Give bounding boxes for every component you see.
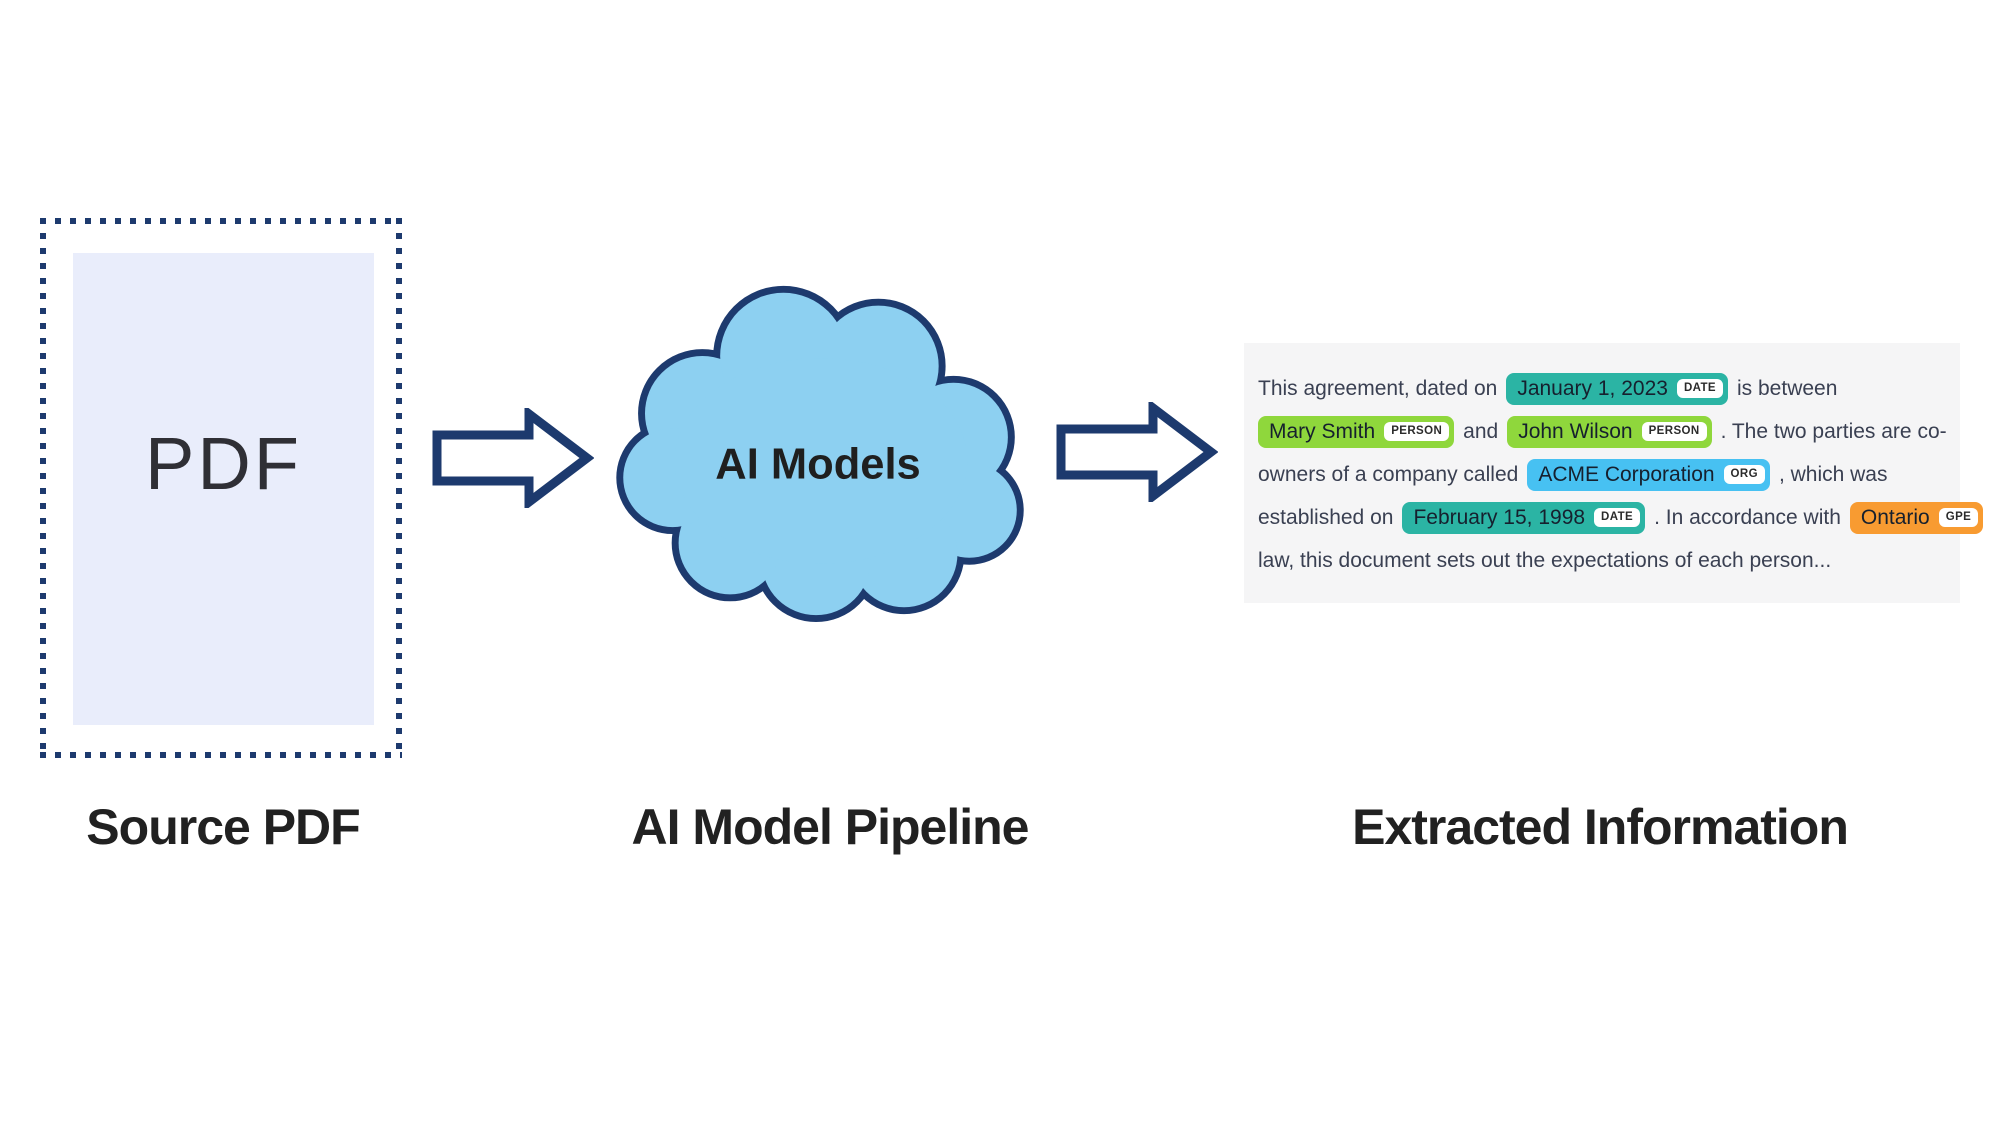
text-line: Mary Smith PERSON and John Wilson PERSON . Th… xyxy=(1258,410,1947,453)
plain-text: is between xyxy=(1737,376,1838,400)
caption-ai-model-pipeline: AI Model Pipeline xyxy=(631,799,1030,855)
text-line: established on February 15, 1998 DATE . In … xyxy=(1258,496,1984,539)
entity-text: ACME Corporation xyxy=(1538,462,1715,486)
pdf-page-label: PDF xyxy=(145,421,302,505)
text-line: law, this document sets out the expectat… xyxy=(1258,539,1946,582)
entity-text: Mary Smith xyxy=(1269,419,1376,443)
entity-chip-gpe: Ontario GPE xyxy=(1849,501,1984,534)
entity-chip-person: Mary Smith PERSON xyxy=(1258,415,1455,448)
pdf-page: PDF xyxy=(73,253,374,725)
ai-models-cloud: AI Models xyxy=(613,273,1029,632)
plain-text: This agreement, dated on xyxy=(1258,376,1498,400)
entity-chip-date: February 15, 1998 DATE xyxy=(1402,501,1646,534)
caption-extracted-information: Extracted Information xyxy=(1352,799,1849,855)
entity-label-badge: DATE xyxy=(1594,507,1641,528)
entity-text: January 1, 2023 xyxy=(1517,376,1668,400)
plain-text: . In accordance with xyxy=(1654,505,1841,529)
entity-text: John Wilson xyxy=(1518,419,1633,443)
entity-label-badge: DATE xyxy=(1676,378,1723,399)
entity-text: Ontario xyxy=(1860,505,1930,529)
pdf-dotted-border-box: PDF xyxy=(40,218,402,758)
plain-text: and xyxy=(1463,419,1499,443)
flow-arrow-icon xyxy=(1056,402,1218,502)
plain-text: law, this document sets out the expectat… xyxy=(1258,548,1832,572)
entity-text: February 15, 1998 xyxy=(1413,505,1586,529)
entity-label-badge: PERSON xyxy=(1384,421,1450,442)
text-line: owners of a company called ACME Corporati… xyxy=(1258,453,1946,496)
text-line: This agreement, dated on January 1, 2023 D… xyxy=(1258,367,1946,410)
plain-text: owners of a company called xyxy=(1258,462,1519,486)
entity-label-badge: ORG xyxy=(1723,464,1765,485)
entity-chip-date: January 1, 2023 DATE xyxy=(1506,372,1728,405)
plain-text: . The two parties are co- xyxy=(1720,419,1947,443)
entity-chip-org: ACME Corporation ORG xyxy=(1527,458,1770,491)
caption-source-pdf: Source PDF xyxy=(86,799,360,855)
entity-label-badge: GPE xyxy=(1938,507,1979,528)
entity-label-badge: PERSON xyxy=(1641,421,1707,442)
entity-chip-person: John Wilson PERSON xyxy=(1507,415,1712,448)
plain-text: established on xyxy=(1258,505,1394,529)
plain-text: , which was xyxy=(1778,462,1888,486)
cloud-label: AI Models xyxy=(715,441,920,489)
flow-arrow-icon xyxy=(432,408,594,508)
